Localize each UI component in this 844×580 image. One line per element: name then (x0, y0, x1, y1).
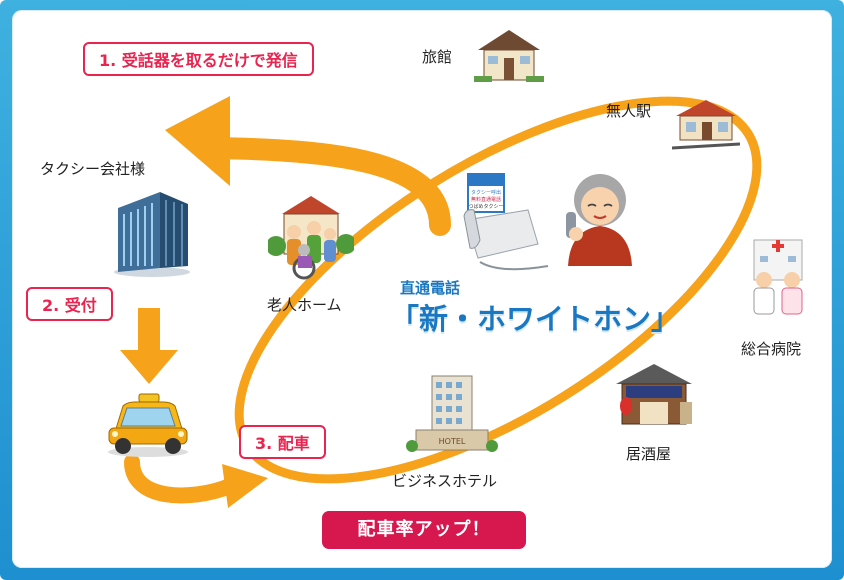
nursing-home-label: 老人ホーム (267, 296, 342, 314)
nursing-home-icon (268, 196, 354, 280)
taxi-company-label: タクシー会社様 (40, 160, 146, 178)
izakaya-label: 居酒屋 (626, 445, 672, 463)
call-arrow (204, 137, 451, 236)
phone-title: 直通電話 (400, 279, 461, 297)
call-arrowhead (165, 96, 230, 186)
taxi-icon (108, 393, 188, 457)
dispatch-arrow (124, 454, 238, 504)
hotel-label: ビジネスホテル (392, 472, 498, 490)
card-line-2: 無料直通電話 (471, 196, 501, 203)
hotel-sign: HOTEL (439, 437, 466, 446)
grandmother-icon (566, 174, 632, 266)
step-3-label: 3. 配車 (239, 425, 326, 459)
card-line-3: つばめタクシー (468, 203, 503, 210)
station-label: 無人駅 (606, 102, 652, 120)
izakaya-icon (616, 364, 692, 425)
step-1-label: 1. 受話器を取るだけで発信 (83, 42, 314, 76)
hospital-icon (753, 239, 803, 315)
ryokan-label: 旅館 (422, 48, 453, 66)
ryokan-icon (474, 30, 544, 82)
hospital-label: 総合病院 (741, 340, 802, 358)
phone-icon: タクシー呼出 無料直通電話 つばめタクシー (463, 173, 549, 271)
station-icon (672, 100, 740, 150)
building-icon (114, 192, 190, 277)
dispatch-arrowhead (222, 464, 268, 508)
phone-name: 「新・ホワイトホン」 (390, 302, 681, 336)
card-line-1: タクシー呼出 (471, 189, 501, 196)
step-2-label: 2. 受付 (26, 287, 113, 321)
down-arrow-head (120, 350, 178, 384)
down-arrow-shaft (138, 308, 160, 354)
hotel-icon: HOTEL (406, 375, 498, 452)
dispatch-rate-up-banner: 配車率アップ！ (322, 511, 526, 549)
